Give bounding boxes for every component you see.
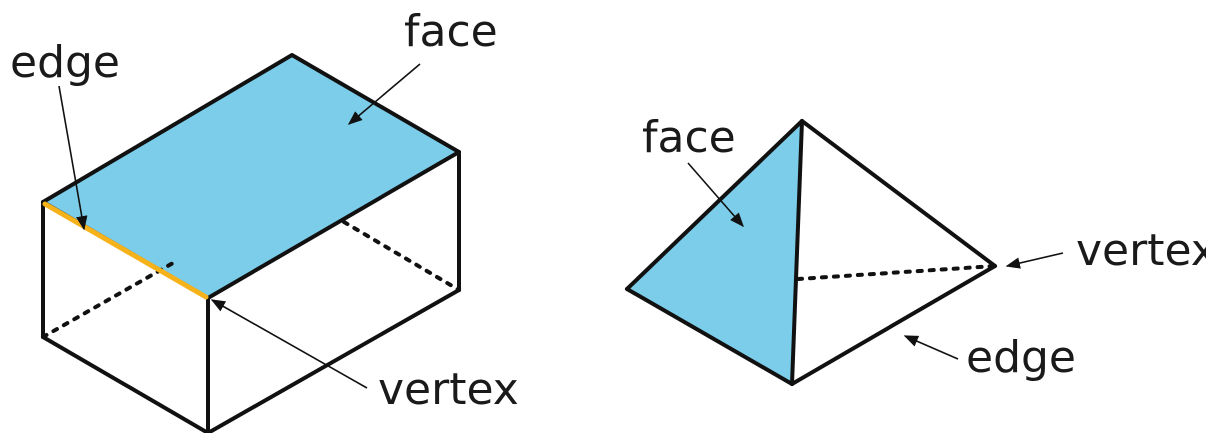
rectangular-prism: face edge vertex — [10, 6, 519, 433]
prism-hidden-edge-back-bottom — [342, 220, 461, 292]
pyramid-edge-arrow — [903, 335, 959, 360]
pyramid-edge-apex-left — [625, 119, 804, 291]
prism-hidden-edge-front-bottom — [41, 261, 175, 339]
pyramid-edge-apex-right — [800, 119, 997, 268]
prism-vertex-arrow — [210, 299, 368, 389]
prism-edge-bottom-right — [206, 288, 461, 433]
pyramid-face-arrow — [687, 162, 744, 228]
pyramid-edge-label: edge — [966, 332, 1076, 383]
prism-vertex-label: vertex — [378, 364, 519, 415]
pyramid-edge-apex-front — [790, 119, 804, 386]
prism-highlighted-edge — [42, 201, 209, 300]
pyramid-edge-base-right — [790, 264, 997, 386]
pyramid-hidden-edge — [796, 264, 997, 281]
pyramid-front-face — [627, 121, 802, 384]
prism-edge-arrow — [58, 85, 88, 231]
prism-face-arrow — [347, 63, 421, 125]
prism-edge-bottom-left — [41, 335, 210, 433]
pyramid-edge-base-left — [625, 287, 794, 386]
square-pyramid: face vertex edge — [625, 112, 1206, 386]
prism-top-face — [43, 55, 459, 298]
pyramid-vertex-label: vertex — [1076, 225, 1206, 276]
prism-edge-label: edge — [10, 37, 120, 88]
prism-face-label: face — [404, 6, 498, 57]
pyramid-face-label: face — [642, 112, 736, 163]
pyramid-vertex-arrow — [1005, 252, 1064, 269]
